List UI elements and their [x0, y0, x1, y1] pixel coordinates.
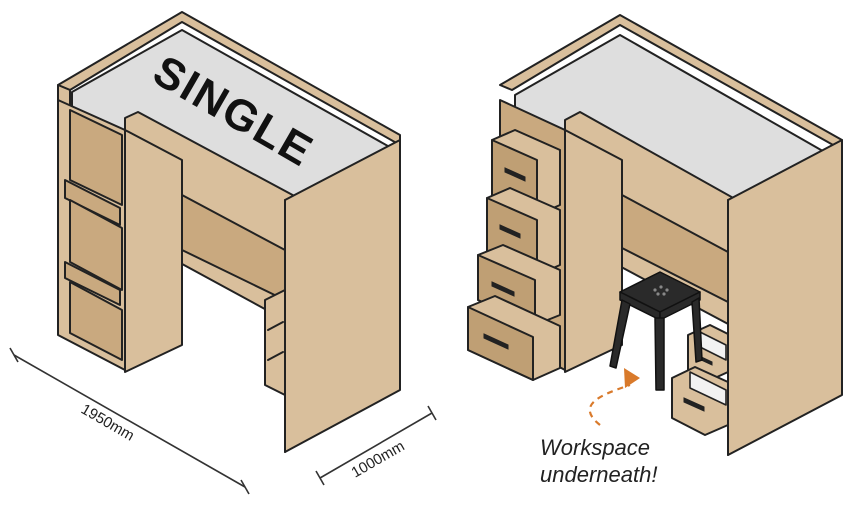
left-shelf-board-2 [64, 261, 121, 306]
right-front-pillar [564, 129, 623, 373]
drawer-handle-icon [504, 167, 526, 182]
drawer-handle-icon [499, 224, 521, 239]
left-drawer-line-1 [267, 321, 284, 331]
workspace-callout-arrow [588, 368, 640, 426]
left-front-pillar [124, 129, 183, 373]
right-small-drawer-2[interactable] [671, 366, 729, 436]
drawer-handle-icon [483, 333, 509, 350]
callout-line-2: underneath! [540, 462, 657, 487]
length-dimension-label: 1950mm [78, 401, 137, 445]
left-shelf-board-1 [64, 179, 121, 226]
drawer-handle-icon [683, 397, 705, 412]
left-loft-bed: SINGLE [57, 11, 401, 453]
left-drawer-line-2 [267, 351, 284, 361]
right-drawer-4[interactable] [467, 295, 561, 381]
callout-line-1: Workspace [540, 435, 650, 460]
stool-icon [609, 271, 703, 391]
arrow-head-icon [624, 368, 640, 388]
left-shelf-compartment-2 [69, 199, 123, 291]
left-shelf-compartment-1 [69, 109, 123, 206]
left-desk-drawer-stack [264, 289, 286, 396]
right-loft-bed [467, 14, 843, 456]
drawer-handle-icon [491, 281, 515, 297]
left-shelf-compartment-3 [69, 281, 123, 361]
